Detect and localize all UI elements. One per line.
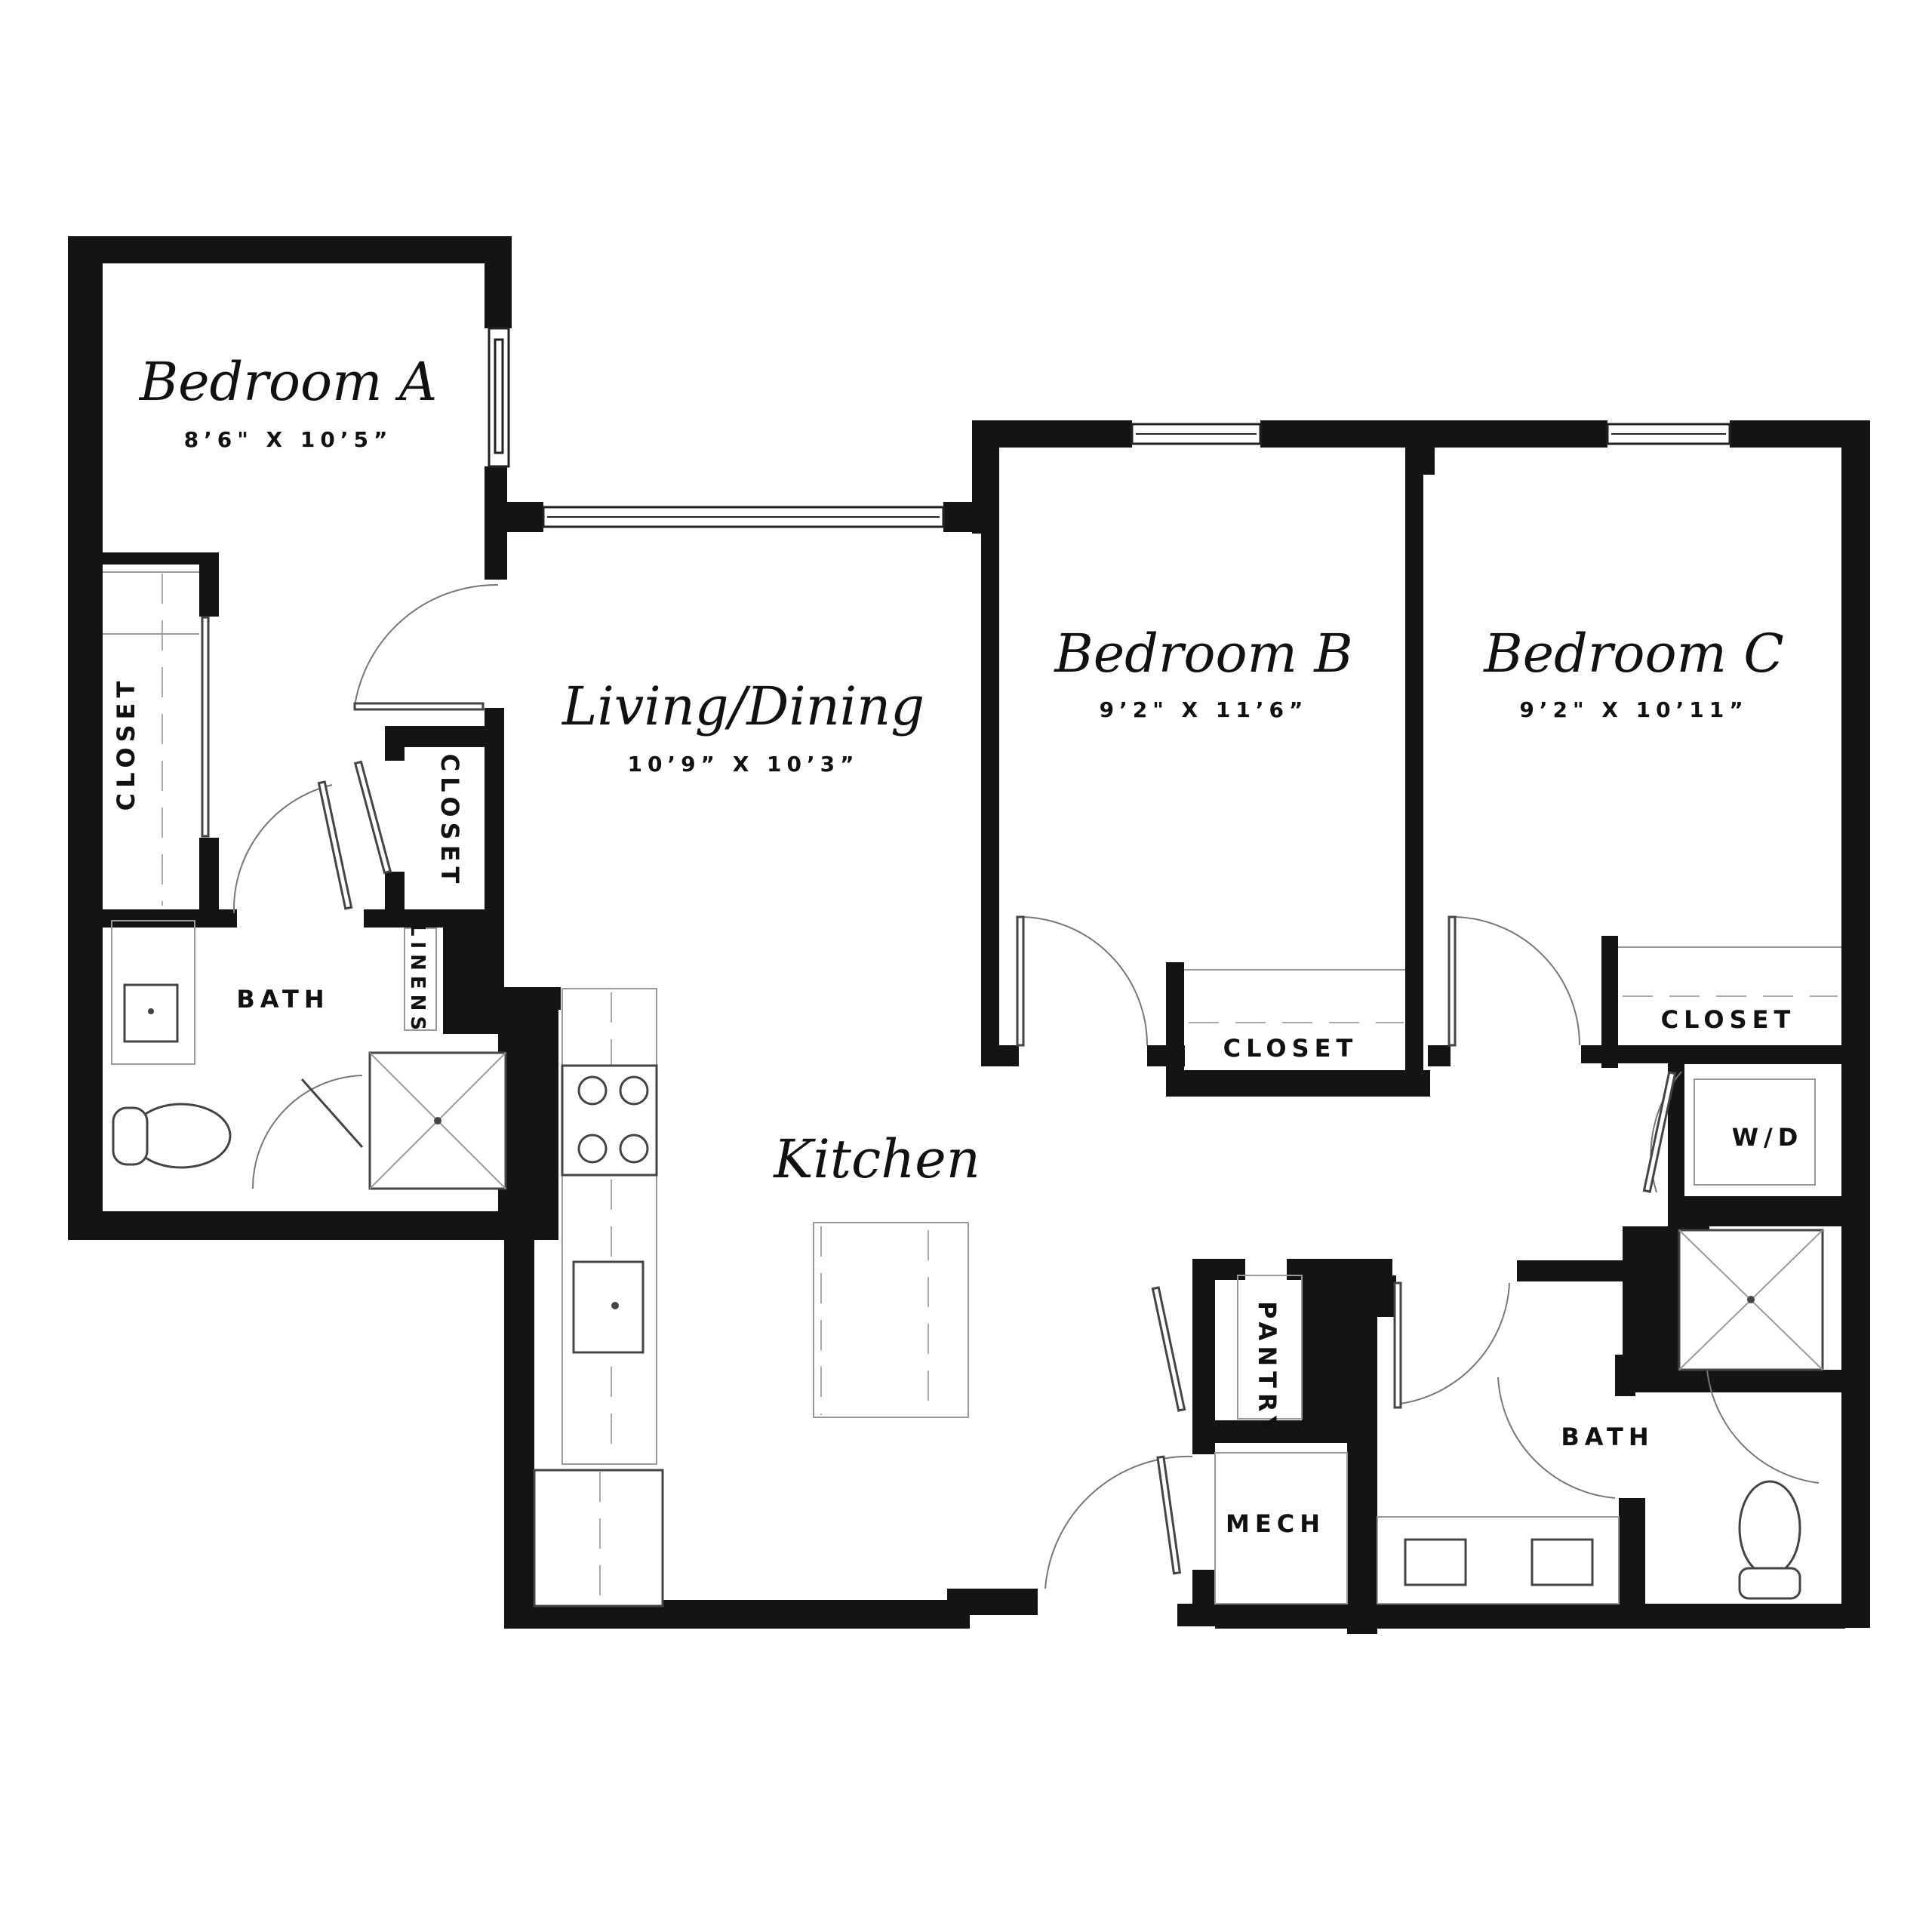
wd-label: W/D [1732, 1123, 1804, 1152]
closet-hall-label: CLOSET [435, 754, 464, 889]
closet-a-label: CLOSET [112, 676, 140, 811]
living-dining-dims: 10’9” X 10’3” [627, 752, 859, 777]
walls [68, 236, 1870, 1634]
mech-label: MECH [1226, 1509, 1325, 1538]
fixtures [103, 571, 1841, 1607]
bath-a-label: BATH [236, 985, 329, 1014]
closet-b-label: CLOSET [1223, 1034, 1358, 1063]
doors [232, 583, 1820, 1589]
bedroom-b-name: Bedroom B [1053, 623, 1353, 685]
bath-c-label: BATH [1561, 1423, 1654, 1451]
bedroom-c-dims: 9’2" X 10’11” [1519, 697, 1748, 722]
room-labels: Bedroom A 8’6" X 10’5” Living/Dining 10’… [112, 351, 1804, 1538]
closet-c-label: CLOSET [1661, 1005, 1796, 1034]
pantry-label: PANTRY [1253, 1301, 1281, 1438]
windows [488, 327, 1731, 528]
linens-label: LINENS [406, 924, 429, 1035]
kitchen-name: Kitchen [772, 1128, 980, 1190]
bedroom-a-dims: 8’6" X 10’5” [184, 427, 393, 452]
bedroom-c-name: Bedroom C [1482, 623, 1784, 685]
bedroom-b-dims: 9’2" X 11’6” [1100, 697, 1309, 722]
living-dining-name: Living/Dining [561, 675, 924, 737]
bedroom-a-name: Bedroom A [138, 351, 438, 413]
